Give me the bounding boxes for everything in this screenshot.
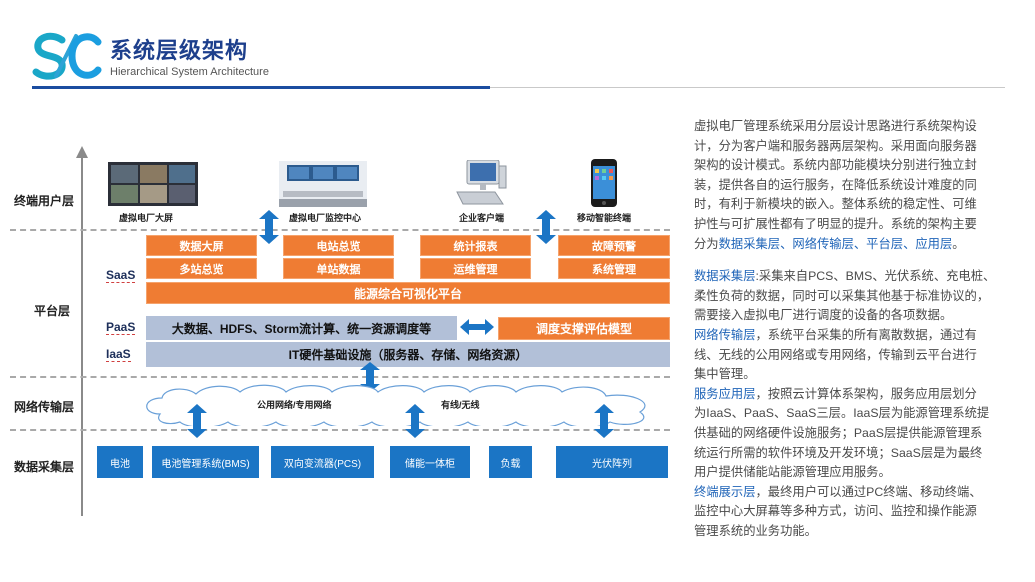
text-fragment: 分为 bbox=[694, 236, 719, 251]
saas-module: 系统管理 bbox=[558, 258, 670, 279]
header-rule-accent bbox=[32, 86, 490, 89]
network-cloud-icon bbox=[146, 384, 646, 426]
control-room-icon bbox=[279, 161, 367, 207]
text-line: 柔性负荷的数据，同时可以采集其他基于标准协议的， bbox=[694, 288, 990, 303]
text-line: 分为数据采集层、网络传输层、平台层、应用层。 bbox=[694, 235, 1006, 255]
video-wall-icon bbox=[108, 162, 198, 206]
text-line: 终端展示层，最终用户可以通过PC终端、移动终端、 bbox=[694, 483, 1006, 503]
header-rule bbox=[490, 87, 1005, 88]
text-line: 集中管理。 bbox=[694, 367, 756, 382]
text-line: 时，有利于新模块的嵌入。整体系统的稳定性、可维 bbox=[694, 197, 977, 212]
terminal-label: 移动智能终端 bbox=[577, 213, 632, 223]
saas-module: 单站数据 bbox=[283, 258, 394, 279]
sublayer-label-iaas: IaaS bbox=[106, 347, 131, 362]
text-line: 装，提供各自的运行服务，在降低系统设计难度的同 bbox=[694, 177, 977, 192]
text-fragment: ，最终用户可以通过PC终端、移动终端、 bbox=[755, 484, 982, 499]
layer-label-collection: 数据采集层 bbox=[14, 460, 75, 474]
text-line: 统运行所需的软件环境及开发环境；SaaS层是为最终 bbox=[694, 445, 983, 460]
page-title: 系统层级架构 bbox=[110, 38, 249, 63]
text-line: 虚拟电厂管理系统采用分层设计思路进行系统架构设 bbox=[694, 119, 977, 133]
text-line: 数据采集层:采集来自PCS、BMS、光伏系统、充电桩、 bbox=[694, 267, 1006, 287]
text-line: 需要接入虚拟电厂进行调度的设备的各项数据。 bbox=[694, 308, 953, 323]
device-box: 电池 bbox=[97, 446, 143, 478]
vertical-double-arrow-icon bbox=[259, 210, 279, 244]
saas-module: 故障预警 bbox=[558, 235, 670, 256]
saas-module: 多站总览 bbox=[146, 258, 257, 279]
text-line: 网络传输层，系统平台采集的所有离散数据，通过有 bbox=[694, 326, 1006, 346]
layer-label-platform: 平台层 bbox=[34, 304, 71, 318]
terminal-label: 虚拟电厂监控中心 bbox=[289, 213, 362, 223]
saas-module: 统计报表 bbox=[420, 235, 531, 256]
architecture-description: 虚拟电厂管理系统采用分层设计思路进行系统架构设 计，分为客户端和服务器两层架构。… bbox=[694, 117, 1006, 541]
text-line: 监控中心大屏幕等多种方式，访问、监控和操作能源 bbox=[694, 504, 977, 519]
sc-logo bbox=[32, 32, 102, 80]
paragraph-gap bbox=[694, 254, 1006, 267]
layer-label-network: 网络传输层 bbox=[14, 400, 75, 414]
device-box: 负载 bbox=[489, 446, 532, 478]
vertical-double-arrow-icon bbox=[594, 404, 614, 438]
device-box: 储能一体柜 bbox=[390, 446, 470, 478]
text-line: 用户提供储能站能源管理应用服务。 bbox=[694, 465, 891, 480]
vertical-double-arrow-icon bbox=[360, 362, 380, 392]
axis-arrowhead-icon bbox=[76, 146, 88, 158]
sublayer-label-saas: SaaS bbox=[106, 268, 136, 283]
saas-module: 电站总览 bbox=[283, 235, 394, 256]
layer-divider bbox=[10, 429, 670, 431]
text-line: 护性与可扩展性都有了明显的提升。系统的架构主要 bbox=[694, 216, 977, 231]
text-line: 线、无线的公用网络或专用网络，传输到云平台进行 bbox=[694, 347, 977, 362]
vertical-double-arrow-icon bbox=[405, 404, 425, 438]
layer-label-terminal: 终端用户层 bbox=[14, 194, 75, 208]
device-box: 光伏阵列 bbox=[556, 446, 668, 478]
section-title-network: 网络传输层 bbox=[694, 327, 756, 342]
layer-divider bbox=[10, 376, 670, 378]
text-fragment: ，系统平台采集的所有离散数据，通过有 bbox=[755, 327, 977, 342]
iaas-infrastructure: IT硬件基础设施（服务器、存储、网络资源） bbox=[146, 342, 670, 367]
text-line: 供基础的网络硬件设施服务；PaaS层提供能源管理系 bbox=[694, 425, 983, 440]
dispatch-model: 调度支撑评估模型 bbox=[498, 317, 670, 340]
text-fragment: ，按照云计算体系架构，服务应用层划分 bbox=[755, 386, 977, 401]
vertical-axis bbox=[81, 150, 83, 516]
layer-list-highlight: 数据采集层、网络传输层、平台层、应用层 bbox=[718, 236, 953, 251]
sublayer-label-paas: PaaS bbox=[106, 320, 136, 335]
vertical-double-arrow-icon bbox=[187, 404, 207, 438]
smartphone-icon bbox=[591, 159, 617, 207]
device-box: 电池管理系统(BMS) bbox=[152, 446, 259, 478]
section-title-display: 终端展示层 bbox=[694, 484, 756, 499]
terminal-label: 企业客户端 bbox=[459, 213, 505, 223]
desktop-pc-icon bbox=[456, 160, 507, 205]
section-title-collection: 数据采集层 bbox=[694, 269, 756, 284]
layer-divider bbox=[10, 229, 670, 231]
text-line: 架构的设计模式。系统内部功能模块分别进行独立封 bbox=[694, 158, 977, 173]
text-fragment: :采集来自PCS、BMS、光伏系统、充电桩、 bbox=[755, 269, 996, 284]
network-type-public-private: 公用网络/专用网络 bbox=[257, 400, 332, 410]
terminal-label: 虚拟电厂大屏 bbox=[119, 213, 174, 223]
text-line: 计，分为客户端和服务器两层架构。采用面向服务器 bbox=[694, 138, 977, 153]
device-box: 双向变流器(PCS) bbox=[271, 446, 374, 478]
paas-services: 大数据、HDFS、Storm流计算、统一资源调度等 bbox=[146, 316, 457, 340]
vertical-double-arrow-icon bbox=[536, 210, 556, 244]
section-title-service: 服务应用层 bbox=[694, 386, 756, 401]
text-fragment: 。 bbox=[952, 236, 965, 251]
page-subtitle: Hierarchical System Architecture bbox=[110, 66, 269, 78]
platform-bar: 能源综合可视化平台 bbox=[146, 282, 670, 304]
text-line: 为IaaS、PaaS、SaaS三层。IaaS层为能源管理系统提 bbox=[694, 406, 990, 421]
network-type-wired-wireless: 有线/无线 bbox=[441, 400, 480, 410]
saas-module: 运维管理 bbox=[420, 258, 531, 279]
saas-module: 数据大屏 bbox=[146, 235, 257, 256]
text-line: 服务应用层，按照云计算体系架构，服务应用层划分 bbox=[694, 385, 1006, 405]
double-arrow-icon bbox=[460, 319, 494, 335]
text-line: 管理系统的业务功能。 bbox=[694, 523, 817, 538]
